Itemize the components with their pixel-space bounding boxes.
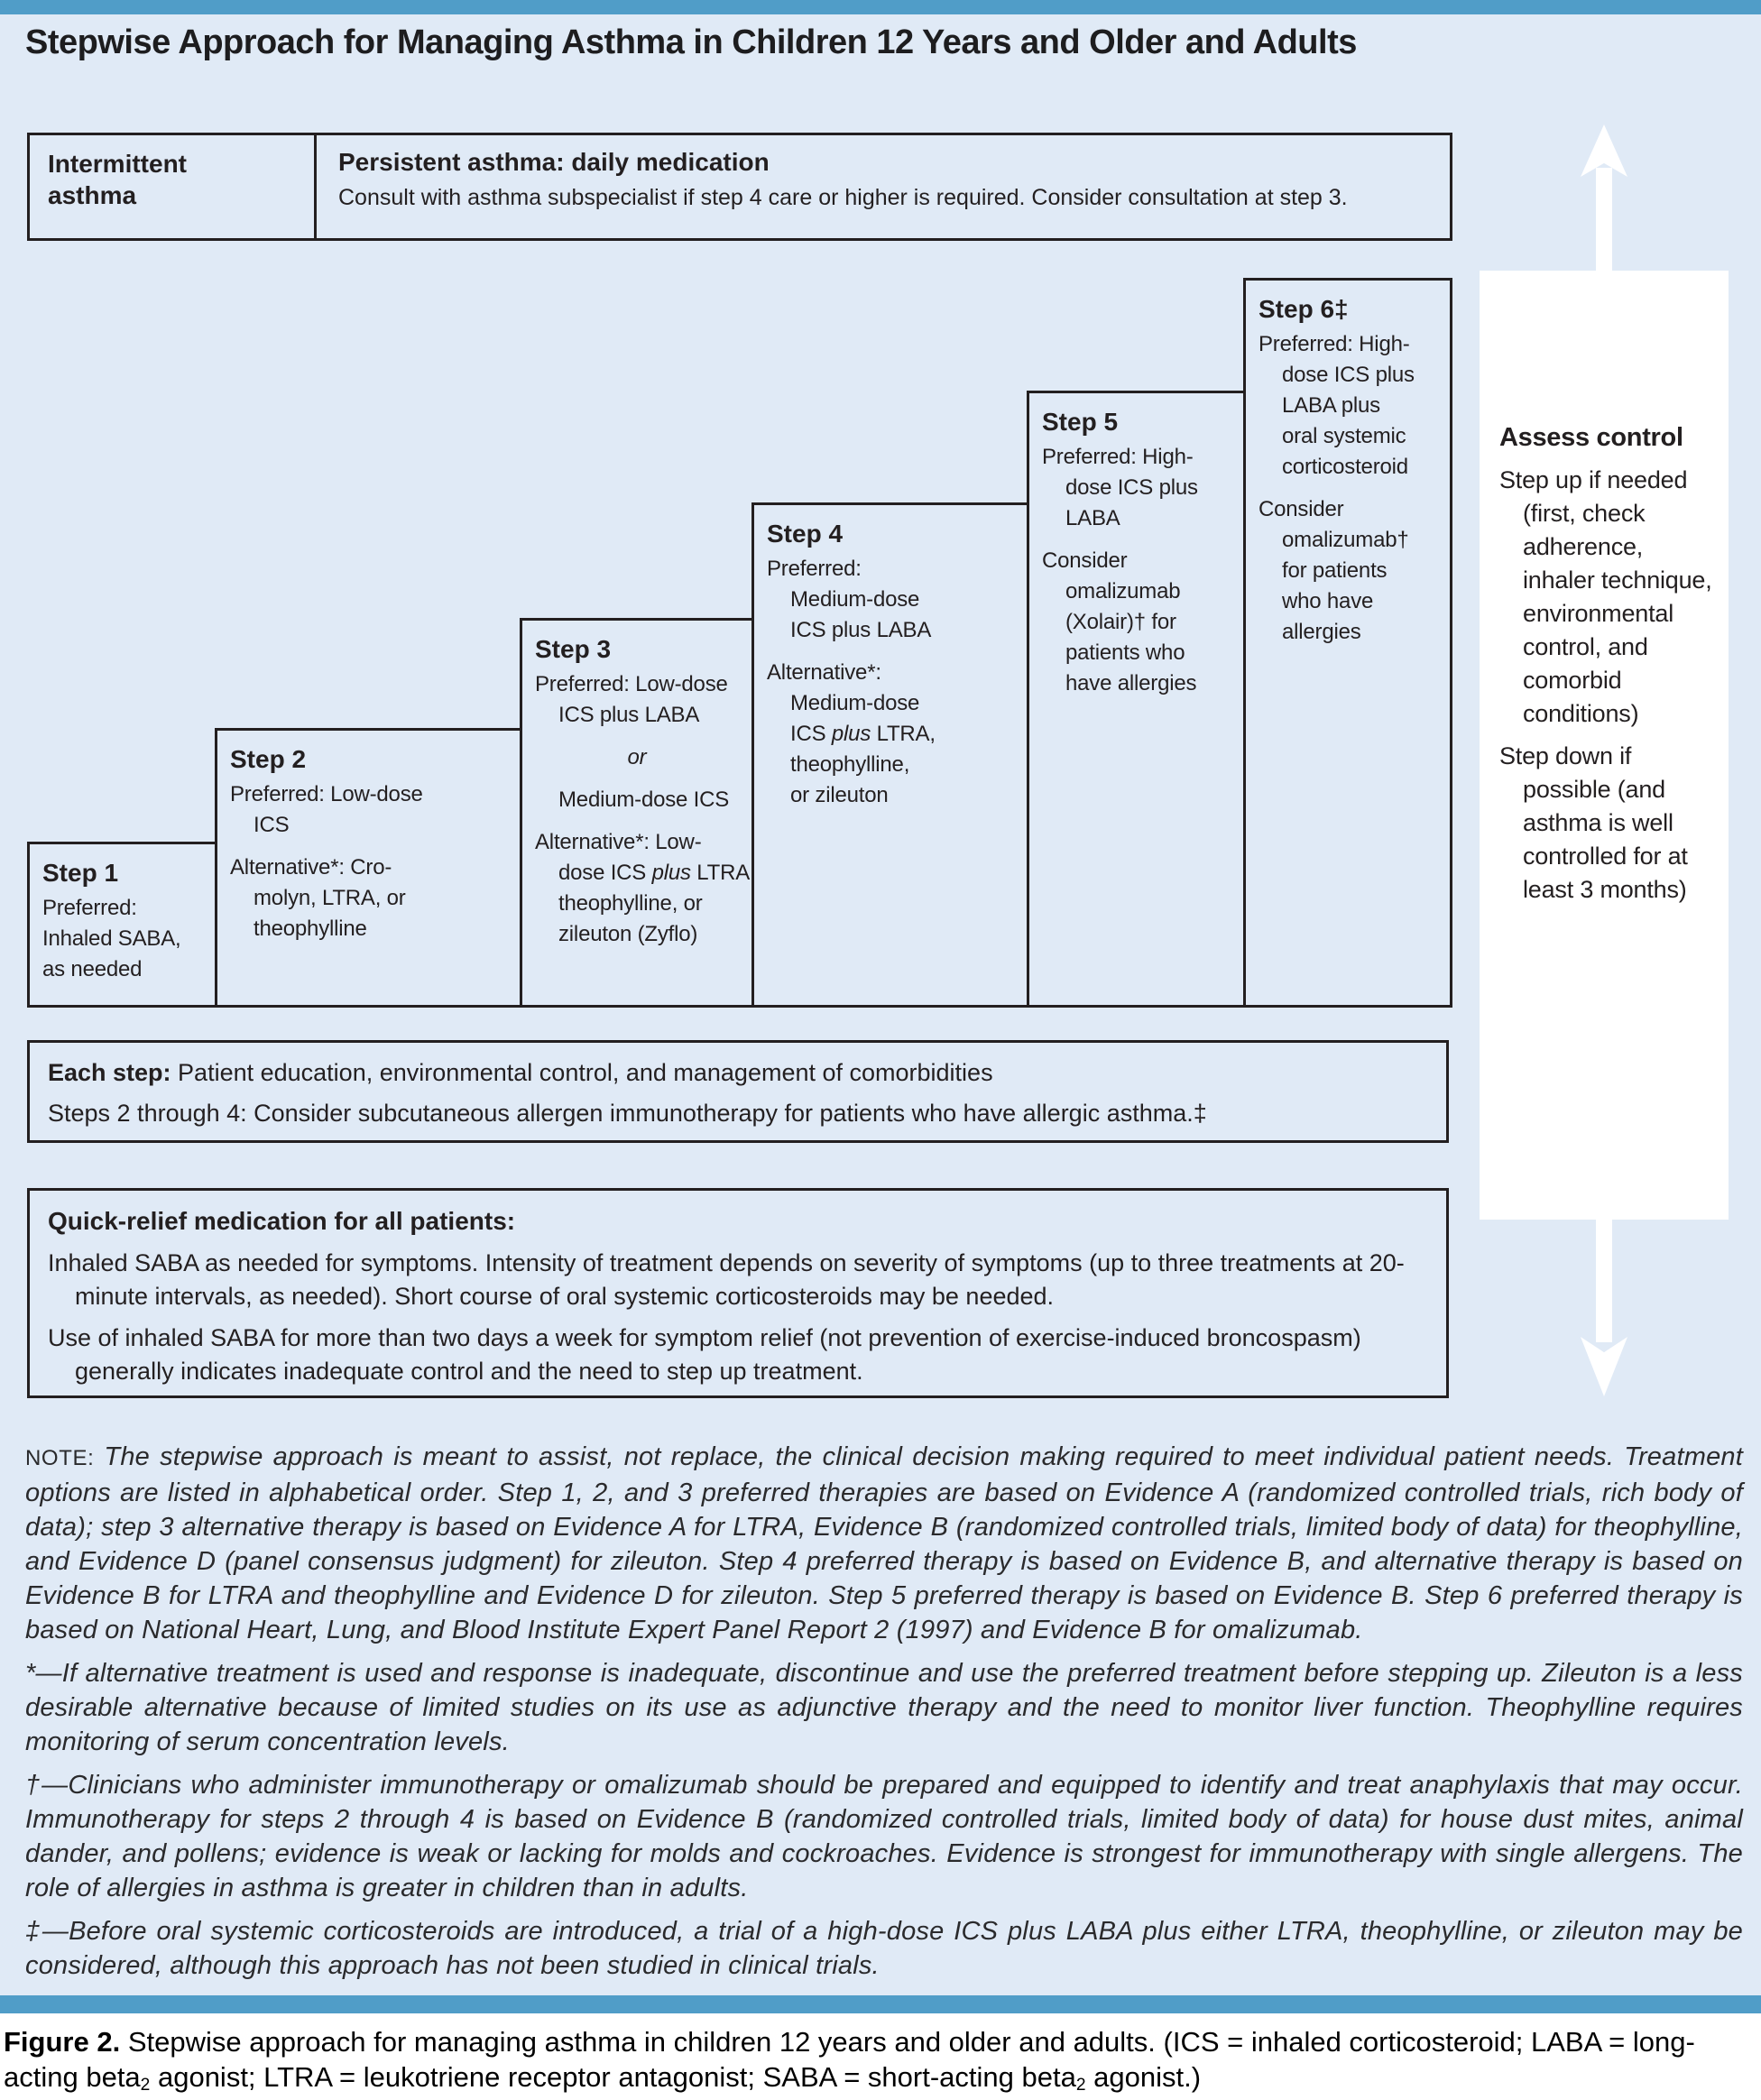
assess-step-down-text: Step down if possible (and asthma is wel… (1499, 742, 1688, 903)
persistent-asthma-subtext: Consult with asthma subspecialist if ste… (338, 185, 1348, 210)
classification-header: Intermittent asthma Persistent asthma: d… (27, 133, 1452, 241)
bottom-border-bar (0, 1995, 1761, 2013)
persistent-asthma-title: Persistent asthma: daily medication (338, 148, 770, 176)
footnote-marker: ‡— (25, 1917, 69, 1946)
quick-relief-box: Quick-relief medication for all patients… (27, 1188, 1449, 1398)
caption-subscript: 2 (140, 2076, 151, 2095)
caption-text: Stepwise approach for managing asthma in… (4, 2026, 1695, 2093)
intermittent-line-2: asthma (48, 181, 137, 209)
assess-control-panel: Assess control Step up if needed (first,… (1480, 271, 1729, 1220)
step-text-line: Preferred: Low-dose (535, 672, 728, 696)
step-down-arrow-shaft (1596, 1218, 1612, 1342)
step-text-line: as needed (42, 957, 143, 981)
step-box-1: Step 1 Preferred: Inhaled SABA, as needed (27, 842, 217, 1008)
figure-title: Stepwise Approach for Managing Asthma in… (25, 23, 1357, 61)
footnote-2: †—Clinicians who administer immunotherap… (25, 1771, 1743, 1902)
step-text-line: ICS (254, 813, 290, 837)
step-up-arrow-shaft (1596, 168, 1612, 274)
step-text-line: omalizumab (1065, 579, 1181, 603)
step-text-line: Alternative*: Cro- (230, 855, 392, 880)
assess-step-up-text: Step up if needed (first, check adherenc… (1499, 466, 1712, 727)
step-text-line: theophylline, or (558, 891, 703, 916)
step-text-line: allergies (1282, 620, 1361, 644)
note-label: NOTE: (25, 1446, 95, 1470)
step-text-line: Preferred: (767, 557, 862, 581)
intermittent-asthma-cell: Intermittent asthma (30, 135, 317, 238)
step-text-line: Preferred: (42, 896, 137, 920)
step-text-line: ICS plus LABA (790, 618, 932, 642)
step-text-line: Consider (1259, 497, 1344, 521)
step-text-line: who have (1282, 589, 1374, 613)
caption-text: agonist; LTRA = leukotriene receptor ant… (150, 2061, 1076, 2093)
step-text-line: Inhaled SABA, (42, 926, 181, 951)
step-text-line: oral systemic (1282, 424, 1406, 448)
step-label: Step 2 (230, 745, 307, 773)
each-step-line-1: Each step: Patient education, environmen… (48, 1055, 1428, 1091)
step-text-line: for patients (1282, 558, 1388, 583)
step-label: Step 1 (42, 859, 119, 887)
step-text-line: Medium-dose ICS (558, 788, 730, 812)
footnote-marker: *— (25, 1659, 62, 1688)
step-text-line: Alternative*: (767, 660, 881, 685)
notes-section: NOTE: The stepwise approach is meant to … (25, 1440, 1743, 1992)
step-text-line: dose ICS plus LTRA, (558, 861, 756, 885)
each-step-line-2: Steps 2 through 4: Consider subcutaneous… (48, 1100, 1207, 1127)
intermittent-line-1: Intermittent (48, 150, 187, 178)
step-text-line: Preferred: Low-dose (230, 782, 423, 806)
each-step-lead-rest: Patient education, environmental control… (171, 1059, 993, 1086)
step-text-line: Consider (1042, 548, 1128, 573)
note-paragraph: NOTE: The stepwise approach is meant to … (25, 1442, 1743, 1644)
persistent-asthma-cell: Persistent asthma: daily medication Cons… (317, 135, 1450, 238)
each-step-lead: Each step: (48, 1059, 171, 1086)
each-step-box: Each step: Patient education, environmen… (27, 1040, 1449, 1143)
step-text-line: molyn, LTRA, or (254, 886, 406, 910)
caption-subscript: 2 (1075, 2076, 1086, 2095)
step-text-line: omalizumab† (1282, 528, 1409, 552)
step-text-line: theophylline (254, 916, 367, 941)
step-text-line: have allergies (1065, 671, 1197, 695)
step-text-line: patients who (1065, 640, 1185, 665)
step-text-line: corticosteroid (1282, 455, 1408, 479)
step-text-line: (Xolair)† for (1065, 610, 1176, 634)
step-text-line: LABA (1065, 506, 1120, 530)
step-label: Step 5 (1042, 408, 1119, 436)
footnote-3: ‡—Before oral systemic corticosteroids a… (25, 1917, 1743, 1980)
step-text-line: ICS plus LTRA, (790, 722, 936, 746)
step-text-line: Alternative*: Low- (535, 830, 702, 854)
step-text-line: zileuton (Zyflo) (558, 922, 698, 946)
step-text-line: or (627, 745, 647, 769)
figure-caption: Figure 2. Stepwise approach for managing… (0, 2024, 1761, 2099)
quick-relief-para-1: Inhaled SABA as needed for symptoms. Int… (48, 1249, 1405, 1310)
footnote-1: *—If alternative treatment is used and r… (25, 1659, 1743, 1756)
step-text-line: dose ICS plus (1282, 363, 1415, 387)
step-label: Step 4 (767, 520, 844, 548)
caption-text: agonist.) (1085, 2061, 1202, 2093)
top-border-bar (0, 0, 1761, 14)
caption-figure-label: Figure 2. (4, 2026, 121, 2058)
step-text-line: Preferred: High- (1042, 445, 1194, 469)
step-text-line: ICS plus LABA (558, 703, 700, 727)
step-text-line: Medium-dose (790, 587, 920, 612)
step-text-line: theophylline, (790, 752, 910, 777)
step-label: Step 6‡ (1259, 295, 1349, 323)
step-text-line: or zileuton (790, 783, 889, 807)
footnote-marker: †— (25, 1771, 69, 1800)
step-text-line: Medium-dose (790, 691, 920, 715)
assess-control-title: Assess control (1499, 423, 1683, 452)
step-text-line: Preferred: High- (1259, 332, 1410, 356)
quick-relief-para-2: Use of inhaled SABA for more than two da… (48, 1324, 1361, 1385)
step-text-line: LABA plus (1282, 393, 1380, 418)
quick-relief-title: Quick-relief medication for all patients… (48, 1207, 516, 1235)
step-label: Step 3 (535, 635, 612, 663)
step-text-line: dose ICS plus (1065, 475, 1198, 500)
